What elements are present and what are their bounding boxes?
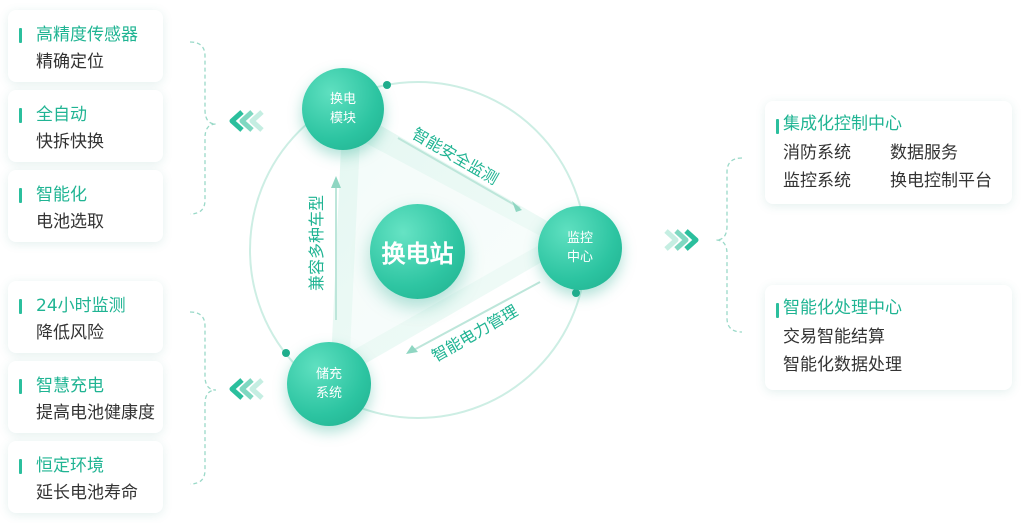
left-bracket-bottom	[189, 311, 217, 485]
feature-title: 24小时监测	[36, 296, 126, 316]
right-bracket	[715, 157, 743, 333]
feature-card: 智慧充电 提高电池健康度	[8, 361, 163, 433]
ring-dot	[282, 349, 290, 357]
ring-dot	[383, 81, 391, 89]
accent-bar	[19, 379, 22, 394]
control-center-card: 集成化控制中心 消防系统 数据服务 监控系统 换电控制平台	[765, 101, 1012, 204]
feature-subtitle: 电池选取	[36, 212, 104, 232]
feature-card: 全自动 快拆快换	[8, 90, 163, 162]
feature-subtitle: 降低风险	[36, 323, 104, 343]
control-center-item: 消防系统	[783, 143, 851, 163]
node-storage-system: 储充 系统	[287, 342, 371, 426]
feature-subtitle: 延长电池寿命	[36, 483, 138, 503]
control-center-title: 集成化控制中心	[783, 114, 902, 134]
chevron-left-icon	[229, 110, 264, 132]
node-battery-module: 换电 模块	[302, 68, 384, 150]
node-label: 监控 中心	[566, 231, 593, 265]
feature-subtitle: 快拆快换	[36, 132, 104, 152]
feature-card: 24小时监测 降低风险	[8, 281, 163, 353]
processing-center-item: 智能化数据处理	[783, 355, 902, 375]
feature-title: 智能化	[36, 185, 87, 205]
feature-card: 恒定环境 延长电池寿命	[8, 441, 163, 513]
feature-title: 全自动	[36, 105, 87, 125]
accent-bar	[776, 119, 779, 134]
node-monitor-center: 监控 中心	[538, 206, 622, 290]
node-label: 换电 模块	[329, 92, 356, 126]
accent-bar	[19, 459, 22, 474]
feature-subtitle: 提高电池健康度	[36, 403, 155, 423]
feature-title: 高精度传感器	[36, 25, 138, 45]
accent-bar	[19, 28, 22, 43]
processing-center-item: 交易智能结算	[783, 327, 885, 347]
control-center-item: 监控系统	[783, 171, 851, 191]
accent-bar	[19, 299, 22, 314]
accent-bar	[19, 108, 22, 123]
processing-center-title: 智能化处理中心	[783, 298, 902, 318]
feature-subtitle: 精确定位	[36, 52, 104, 72]
processing-center-card: 智能化处理中心 交易智能结算 智能化数据处理	[765, 285, 1012, 390]
feature-card: 高精度传感器 精确定位	[8, 10, 163, 82]
feature-card: 智能化 电池选取	[8, 170, 163, 242]
edge-label-left: 兼容多种车型	[307, 194, 327, 292]
node-label: 储充 系统	[315, 367, 342, 401]
feature-title: 恒定环境	[36, 456, 104, 476]
left-bracket-top	[189, 41, 217, 215]
chevron-left-icon	[229, 378, 264, 400]
feature-title: 智慧充电	[36, 376, 104, 396]
chevron-right-icon	[664, 229, 699, 251]
control-center-item: 换电控制平台	[890, 171, 992, 191]
accent-bar	[19, 188, 22, 203]
center-node-station: 换电站	[370, 204, 465, 299]
control-center-item: 数据服务	[890, 143, 958, 163]
ring-dot	[572, 289, 580, 297]
accent-bar	[776, 303, 779, 318]
